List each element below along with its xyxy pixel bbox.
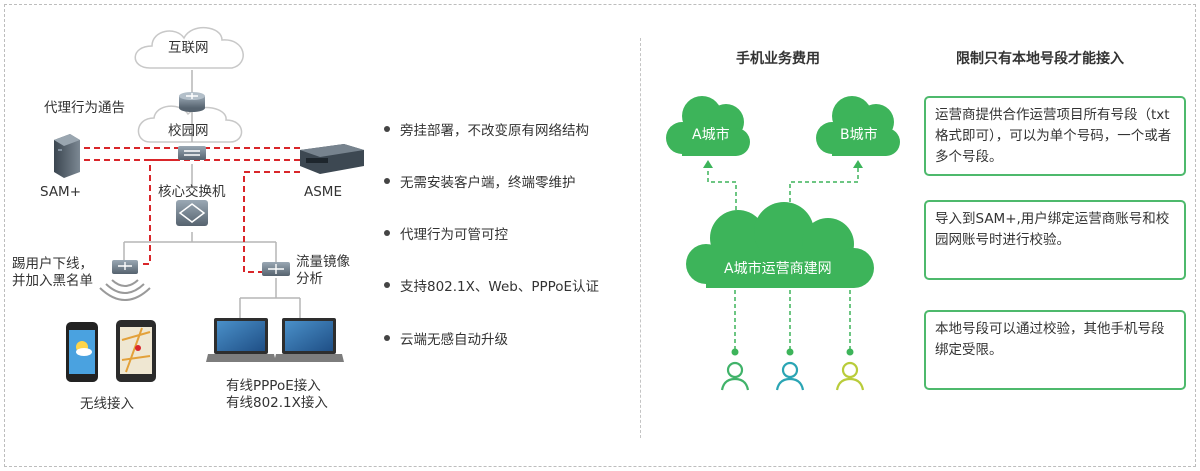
info-box-local-verification: 本地号段可以通过校验，其他手机号段绑定受限。 (924, 310, 1186, 390)
feature-text: 无需安装客户端，终端零维护 (400, 174, 576, 191)
access-switch-left-icon (112, 260, 138, 274)
sam-server-icon (54, 134, 80, 178)
control-links (84, 147, 300, 273)
operator-cloud-icon (686, 202, 874, 288)
feature-text: 代理行为可管可控 (400, 227, 508, 244)
router-icon (179, 92, 205, 112)
phone-weather-icon (66, 322, 98, 382)
link-dot-icon (786, 348, 794, 356)
feature-item: 云端无感自动升级 (384, 329, 599, 348)
wired-access-label-line1: 有线PPPoE接入 (226, 378, 321, 394)
laptop-left-icon (206, 318, 276, 362)
feature-item: 旁挂部署，不改变原有网络结构 (384, 120, 599, 139)
mobile-fee-header: 手机业务费用 (736, 51, 820, 67)
proxy-notice-label: 代理行为通告 (44, 100, 125, 116)
link-dot-icon (731, 348, 739, 356)
operator-network-label: A城市运营商建网 (724, 261, 832, 277)
bullet-dot-icon (384, 282, 390, 289)
feature-text: 旁挂部署，不改变原有网络结构 (400, 122, 589, 139)
arrow-up-icon (703, 160, 713, 168)
feature-item: 代理行为可管可控 (384, 225, 599, 244)
bullet-dot-icon (384, 334, 390, 341)
operator-diagram (666, 96, 900, 391)
internet-cloud-icon (134, 27, 244, 69)
city-a-cloud-icon (666, 96, 750, 156)
user-green-icon (720, 361, 750, 391)
link-dot-icon (846, 348, 854, 356)
access-switch-right-icon (262, 262, 290, 276)
info-box-number-ranges: 运营商提供合作运营项目所有号段（txt格式即可），可以为单个号码，一个或者多个号… (924, 96, 1186, 176)
info-box-import-sam: 导入到SAM+,用户绑定运营商账号和校园网账号时进行校验。 (924, 200, 1186, 280)
uplink-lines (707, 166, 859, 210)
wireless-access-label: 无线接入 (80, 396, 134, 412)
phone-map-icon (116, 320, 156, 382)
laptop-right-icon (274, 318, 344, 362)
campus-cloud-icon (137, 105, 243, 143)
core-switch-top-icon (178, 146, 206, 160)
user-links (734, 290, 851, 352)
bullet-dot-icon (384, 125, 390, 132)
city-a-label: A城市 (692, 127, 730, 143)
wired-access-label-line2: 有线802.1X接入 (226, 395, 328, 411)
city-b-label: B城市 (840, 127, 878, 143)
arrow-up-icon (853, 160, 863, 168)
asme-appliance-icon (300, 144, 364, 174)
core-switch-icon (176, 200, 208, 226)
wifi-signal-icon (99, 279, 151, 301)
user-lime-icon (835, 361, 865, 391)
asme-label: ASME (304, 184, 342, 200)
outer-frame (4, 4, 1196, 467)
bullet-dot-icon (384, 230, 390, 237)
feature-item: 无需安装客户端，终端零维护 (384, 172, 599, 191)
bullet-dot-icon (384, 177, 390, 184)
internet-label: 互联网 (168, 40, 209, 56)
sam-label: SAM+ (40, 184, 82, 200)
network-topology (54, 27, 364, 382)
mirror-label-line2: 分析 (296, 271, 323, 287)
feature-text: 云端无感自动升级 (400, 331, 508, 348)
feature-list: 旁挂部署，不改变原有网络结构 无需安装客户端，终端零维护 代理行为可管可控 支持… (384, 120, 599, 381)
feature-text: 支持802.1X、Web、PPPoE认证 (400, 279, 600, 296)
feature-item: 支持802.1X、Web、PPPoE认证 (384, 277, 600, 296)
city-b-cloud-icon (816, 96, 900, 156)
mirror-label-line1: 流量镜像 (296, 254, 350, 270)
kick-user-label-line2: 并加入黑名单 (12, 273, 93, 289)
kick-user-label-line1: 踢用户下线， (12, 256, 93, 272)
user-teal-icon (775, 361, 805, 391)
local-number-header: 限制只有本地号段才能接入 (956, 51, 1124, 67)
campus-network-label: 校园网 (168, 123, 209, 139)
section-divider (640, 38, 641, 438)
core-switch-label: 核心交换机 (158, 184, 226, 200)
